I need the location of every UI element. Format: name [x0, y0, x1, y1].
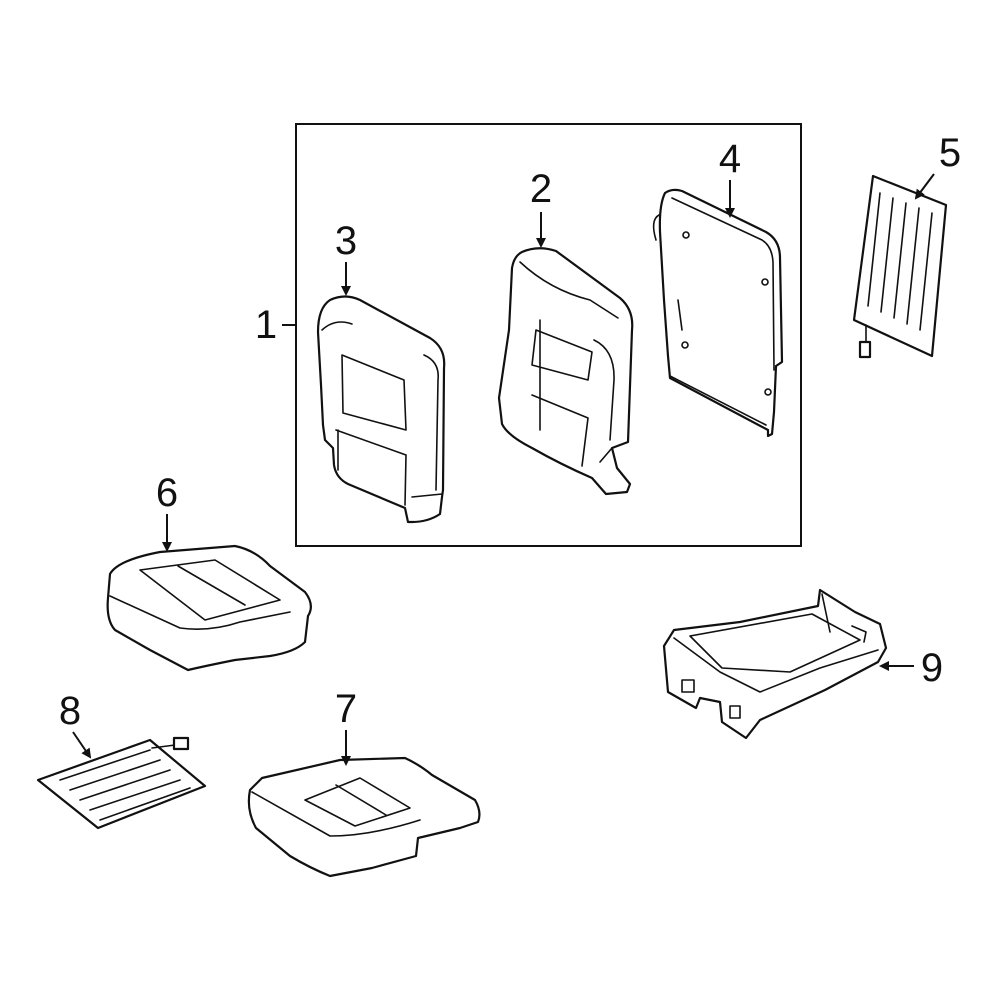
- seat-back-pad-part-2: [497, 247, 634, 496]
- callout-8: 8: [59, 689, 81, 733]
- heater-element-part-5: [852, 174, 948, 359]
- callout-2: 2: [530, 167, 552, 211]
- callout-8-arrow: [72, 731, 92, 759]
- callout-5: 5: [939, 131, 961, 175]
- cushion-heater-part-8: [36, 736, 207, 830]
- seat-back-panel-part-4: [652, 188, 784, 438]
- callout-6: 6: [156, 471, 178, 515]
- seat-cushion-cover-part-6: [106, 544, 312, 672]
- callout-7: 7: [335, 687, 357, 731]
- seat-cushion-pad-part-7: [247, 756, 481, 878]
- callout-1: 1: [255, 303, 277, 347]
- callout-5-arrow: [914, 173, 935, 200]
- seat-back-cover-part-3: [316, 295, 446, 524]
- callout-9: 9: [921, 646, 943, 690]
- callout-3: 3: [335, 219, 357, 263]
- assembly-box: [295, 123, 802, 547]
- seat-tray-part-9: [662, 588, 888, 740]
- callout-4: 4: [719, 137, 741, 181]
